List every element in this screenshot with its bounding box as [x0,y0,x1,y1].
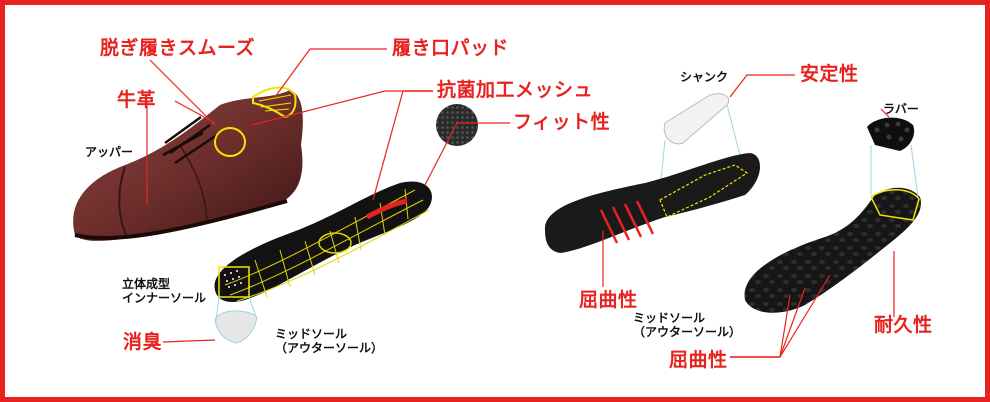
insole-heel-cup [318,232,352,254]
shoe-vamp-seam [179,144,208,221]
shank-and-sole-illustration [544,93,921,313]
top-sole-shank-outline [659,164,749,218]
label-deodorize: 消臭 [123,331,163,353]
left-leader-lines [138,48,510,343]
label-flex-bottom: 屈曲性 [669,349,728,371]
mesh-swatch [436,104,478,146]
label-upper: アッパー [85,145,134,159]
shoe-toe-cap-seam [118,166,128,238]
label-smooth-fit: 脱ぎ履きスムーズ [100,37,256,59]
deodorize-highlight-box [218,266,250,298]
label-heel-pad: 履き口パッド [392,37,510,59]
label-durability: 耐久性 [874,314,933,336]
right-leader-lines [602,74,895,358]
label-flex-right: 屈曲性 [579,289,638,311]
label-cowhide: 牛革 [117,89,157,111]
label-midsole-right-line2: （アウターソール） [633,325,742,339]
rubber-heel-studs [874,121,910,142]
label-insole-line1: 立体成型 [122,277,171,291]
label-midsole-right: ミッドソール （アウターソール） [633,311,741,339]
outsole-heel-outline [870,189,920,221]
shoe-body [73,90,303,241]
dress-shoe-illustration [73,86,303,241]
label-rubber: ラバー [883,102,919,116]
top-sole [544,153,761,253]
shank-plate [663,93,730,145]
top-sole-flex-grooves [599,200,655,244]
shoe-sole-edge [74,199,288,241]
label-antibacterial-mesh: 抗菌加工メッシュ [437,79,594,101]
label-midsole-right-line1: ミッドソール [633,311,706,325]
label-midsole-left-line2: （アウターソール） [275,341,384,355]
insole-illustration [214,181,432,344]
label-midsole-left: ミッドソール （アウターソール） [275,327,383,355]
label-insole: 立体成型 インナーソール [122,277,206,305]
heel-pad-lines [258,94,292,112]
outsole [744,187,921,313]
label-stability: 安定性 [800,63,859,85]
deodorize-pad [214,310,258,344]
insole-red-heat-zone [365,198,408,220]
rubber-heel-piece [867,117,915,151]
shoe-laces [162,115,218,165]
label-insole-line2: インナーソール [122,291,207,305]
label-midsole-left-line1: ミッドソール [275,327,348,341]
insole-vent-dots [224,270,242,288]
label-shank: シャンク [680,70,729,84]
diagram-artwork [73,48,921,358]
cowhide-highlight-circle [214,127,246,157]
label-fit: フィット性 [513,111,611,133]
